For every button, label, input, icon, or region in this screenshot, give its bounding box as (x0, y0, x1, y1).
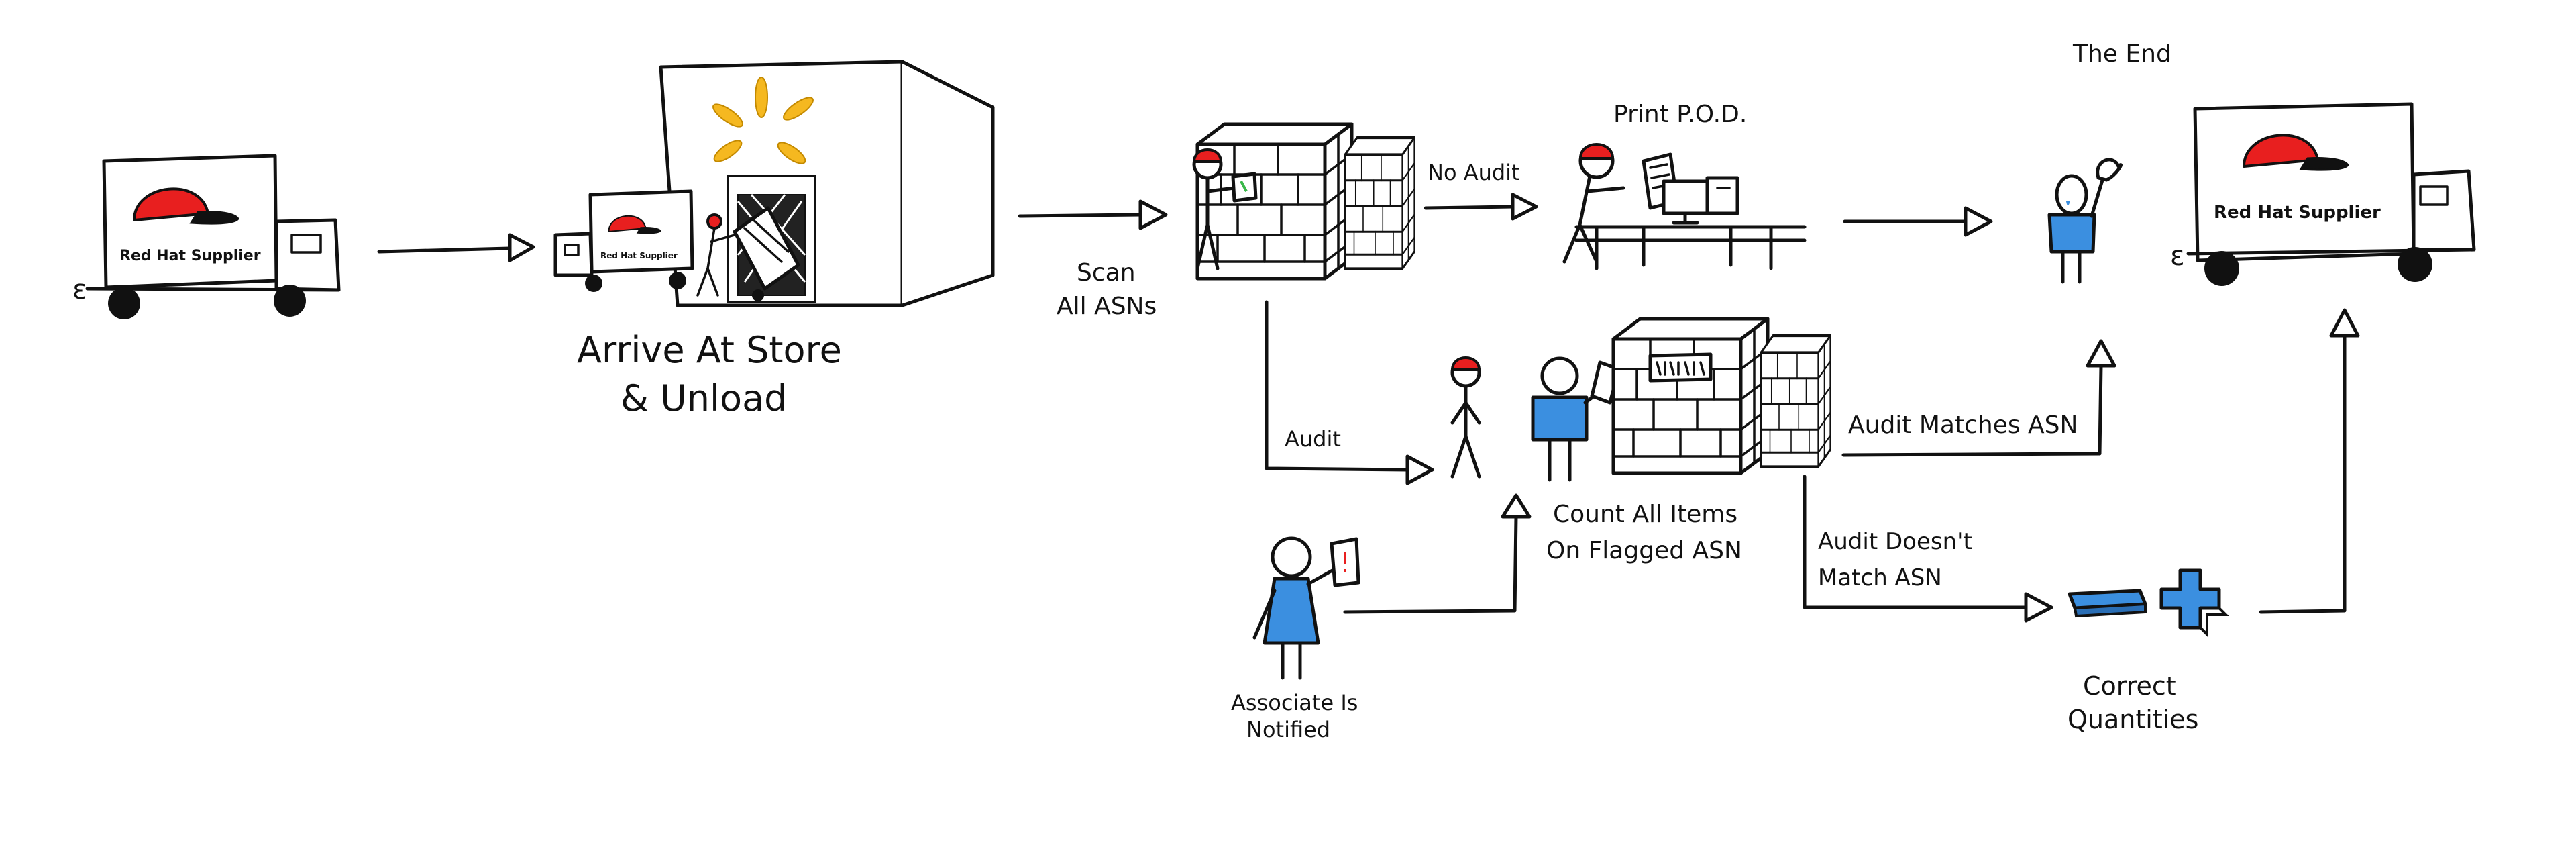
truck-left: ε Red Hat Supplier (72, 156, 339, 319)
arrow-truck-to-store (379, 235, 533, 260)
arrive-label-line2: & Unload (621, 377, 787, 419)
associate-label-line1: Associate Is (1231, 690, 1358, 715)
truck-left-label: Red Hat Supplier (119, 248, 261, 264)
associate-label-line2: Notified (1246, 717, 1330, 742)
correct-label-line2: Quantities (2068, 705, 2198, 734)
store-building (661, 62, 993, 305)
arrow-associate-to-count (1345, 495, 1529, 612)
truck-right: ε Red Hat Supplier (2170, 104, 2474, 286)
count-label-line2: On Flagged ASN (1546, 537, 1742, 564)
the-end-label: The End (2072, 40, 2171, 68)
arrow-pod-to-end (1845, 208, 1991, 235)
correct-label-line1: Correct (2083, 671, 2176, 701)
audit-doesnt-label-line2: Match ASN (1818, 564, 1942, 591)
audit-matches-label: Audit Matches ASN (1848, 411, 2078, 439)
scan-label-line1: Scan (1077, 259, 1136, 287)
no-audit-label: No Audit (1428, 160, 1520, 185)
computer-desk (1564, 144, 1805, 268)
audit-doesnt-label-line1: Audit Doesn't (1818, 528, 1972, 555)
box-pallet-icon (1197, 124, 1352, 279)
arrow-no-audit (1426, 195, 1536, 219)
associate-notified (1254, 538, 1358, 678)
count-pallet (1452, 319, 1831, 480)
truck-small-label: Red Hat Supplier (600, 251, 678, 260)
arrow-correct-to-truck (2261, 310, 2358, 612)
truck-right-label: Red Hat Supplier (2214, 203, 2381, 223)
truck-small: Red Hat Supplier (555, 191, 692, 292)
svg-text:ε: ε (2170, 241, 2185, 272)
arrive-label-line1: Arrive At Store (577, 329, 842, 371)
audit-label: Audit (1285, 426, 1341, 452)
arrow-audit (1267, 302, 1432, 483)
count-label-line1: Count All Items (1553, 501, 1737, 528)
waving-associate (2049, 160, 2121, 282)
arrow-store-to-scan (1020, 201, 1166, 228)
svg-text:ε: ε (72, 275, 87, 305)
plus-sign-icon (2161, 570, 2226, 634)
scan-label-line2: All ASNs (1057, 293, 1157, 320)
minus-sign-icon (2070, 591, 2145, 616)
print-pod-label: Print P.O.D. (1613, 101, 1747, 128)
scan-pallet (1194, 124, 1415, 279)
